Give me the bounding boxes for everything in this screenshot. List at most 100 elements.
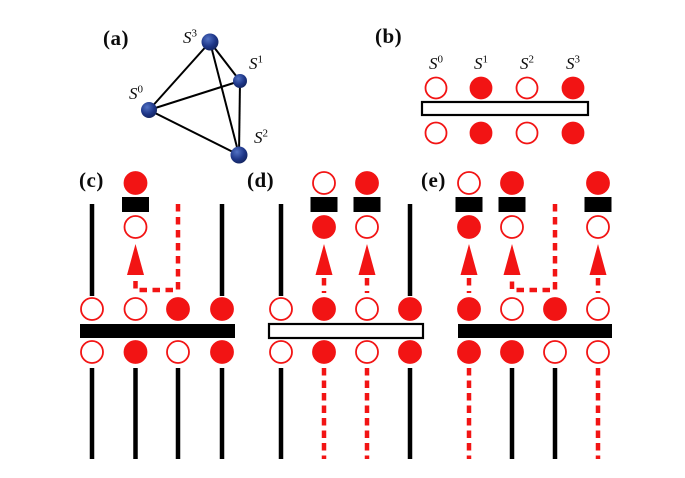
spin-down-circle <box>123 215 148 239</box>
spin-up-circle <box>457 340 481 364</box>
spin-up-circle <box>500 340 524 364</box>
swap-dashed-path <box>133 204 181 293</box>
spin-down-circle <box>355 215 379 239</box>
node-label-base: S <box>129 84 138 103</box>
graph-node-s1 <box>233 74 247 88</box>
spin-label-s2: S2 <box>509 54 545 74</box>
spin-down-circle <box>424 76 448 100</box>
graph-edge <box>148 109 240 156</box>
panel-c-label: (c) <box>79 168 104 192</box>
spin-up-circle <box>543 297 567 321</box>
panel-e-label: (e) <box>421 168 446 192</box>
detector-bar <box>455 197 483 212</box>
spin-up-circle <box>312 340 336 364</box>
graph-edge <box>148 41 211 111</box>
spin-up-circle <box>398 340 422 364</box>
spin-down-circle <box>80 297 104 321</box>
node-label-base: S <box>249 54 258 73</box>
detector-bar <box>584 197 612 212</box>
spin-up-circle <box>500 171 524 195</box>
node-label-sup: 3 <box>191 27 198 40</box>
spin-up-circle <box>123 340 148 364</box>
arrow-head <box>315 244 333 275</box>
interaction-bar-on <box>80 324 235 338</box>
detector-bar <box>122 197 149 212</box>
spin-label-s3: S3 <box>555 54 591 74</box>
detector-bar <box>353 197 381 212</box>
spin-up-circle <box>312 215 336 239</box>
spin-down-circle <box>586 340 610 364</box>
node-label-base: S <box>254 128 263 147</box>
spin-down-circle <box>355 340 379 364</box>
spin-down-circle <box>586 215 610 239</box>
graph-edge <box>148 80 241 111</box>
detector-bar <box>310 197 338 212</box>
panel-d-label: (d) <box>247 168 275 192</box>
spin-label-s0: S0 <box>418 54 454 74</box>
spin-up-circle <box>457 297 481 321</box>
node-label-s1: S1 <box>238 54 274 74</box>
spin-up-circle <box>561 121 585 145</box>
arrow-head <box>589 244 607 275</box>
graph-node-s3 <box>201 33 219 51</box>
graph-edge <box>238 80 241 156</box>
spin-up-circle <box>398 297 422 321</box>
spin-down-circle <box>355 297 379 321</box>
spin-up-circle <box>561 76 585 100</box>
spin-label-base: S <box>474 54 483 73</box>
detector-bar <box>498 197 526 212</box>
spin-up-circle <box>210 297 234 321</box>
spin-up-circle <box>457 215 481 239</box>
spin-down-circle <box>500 297 524 321</box>
spin-label-base: S <box>429 54 438 73</box>
spin-label-sup: 3 <box>574 53 581 66</box>
spin-up-circle <box>123 171 148 195</box>
graph-node-s0 <box>141 102 157 118</box>
interaction-bar-on <box>458 324 612 338</box>
interaction-bar-off <box>267 322 425 340</box>
spin-label-base: S <box>566 54 575 73</box>
spin-label-s1: S1 <box>463 54 499 74</box>
spin-down-circle <box>543 340 567 364</box>
spin-down-circle <box>166 340 190 364</box>
graph-node-s2 <box>230 146 248 164</box>
spin-label-sup: 1 <box>482 53 489 66</box>
node-label-sup: 2 <box>262 127 269 140</box>
swap-dashed-path <box>509 204 558 293</box>
node-label-s2: S2 <box>243 128 279 148</box>
spin-label-base: S <box>520 54 529 73</box>
spin-down-circle <box>515 76 539 100</box>
spin-up-circle <box>469 76 493 100</box>
spin-down-circle <box>586 297 610 321</box>
arrow-head <box>503 244 521 275</box>
panel-b-label: (b) <box>375 24 403 48</box>
arrow-head <box>460 244 478 275</box>
spin-down-circle <box>500 215 524 239</box>
spin-down-circle <box>457 171 481 195</box>
spin-label-sup: 0 <box>437 53 444 66</box>
graph-edge <box>209 41 240 156</box>
spin-label-sup: 2 <box>528 53 535 66</box>
spin-up-circle <box>469 121 493 145</box>
arrow-head <box>127 244 144 275</box>
node-label-s0: S0 <box>118 84 154 104</box>
node-label-base: S <box>183 28 192 47</box>
interaction-bar-off <box>420 100 590 117</box>
spin-down-circle <box>123 297 148 321</box>
arrow-head <box>358 244 376 275</box>
spin-up-circle <box>210 340 234 364</box>
spin-up-circle <box>586 171 610 195</box>
spin-down-circle <box>269 297 293 321</box>
node-label-s3: S3 <box>172 28 208 48</box>
node-label-sup: 0 <box>137 83 144 96</box>
spin-down-circle <box>312 171 336 195</box>
spin-up-circle <box>312 297 336 321</box>
spin-down-circle <box>269 340 293 364</box>
node-label-sup: 1 <box>257 53 264 66</box>
spin-down-circle <box>515 121 539 145</box>
spin-up-circle <box>166 297 190 321</box>
spin-up-circle <box>355 171 379 195</box>
spin-down-circle <box>424 121 448 145</box>
